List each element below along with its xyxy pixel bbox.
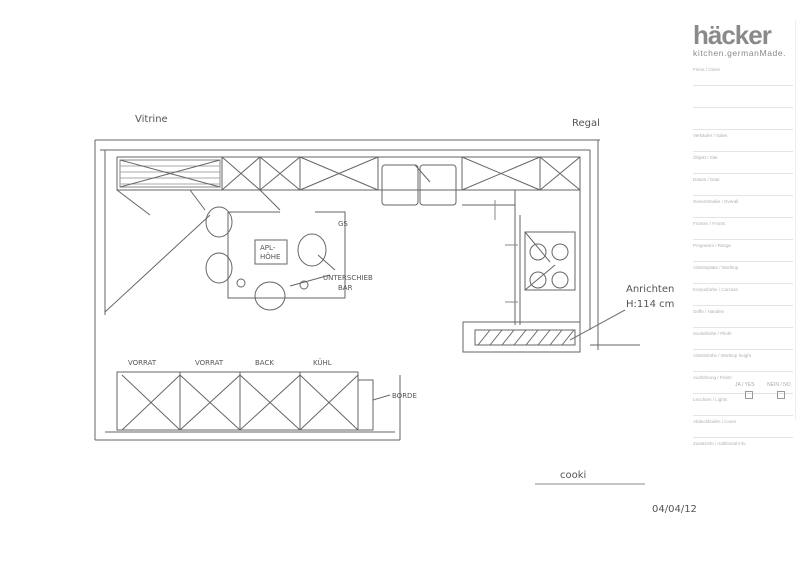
sink-basin-left (381, 164, 419, 206)
form-field: Korpusfarbe / Carcase (693, 284, 793, 306)
label-vitrine: Vitrine (135, 114, 168, 125)
yes-label: JA / YES (735, 382, 755, 388)
kitchen-island (104, 206, 346, 313)
stool (205, 206, 233, 238)
title-block-form: Firma / Client Verkäufer / Sales Objekt … (693, 64, 793, 460)
label-back: BACK (255, 359, 274, 367)
top-cabinet-run (116, 156, 581, 216)
form-field: Griffe / Handles (693, 306, 793, 328)
stool (254, 281, 286, 311)
form-field: Abdeckboden / Cover (693, 416, 793, 438)
label-unterschieb-2: BAR (338, 284, 353, 292)
label-vorrat-2: VORRAT (195, 359, 224, 367)
form-field: Sockelhöhe / Plinth (693, 328, 793, 350)
form-field: Ausführung / Finish (693, 372, 793, 394)
form-field: Datum / Date (693, 174, 793, 196)
form-field: Fronten / Fronts (693, 218, 793, 240)
form-divider (795, 20, 796, 420)
label-apl-hoehe-2: HÖHE (260, 252, 280, 261)
label-kuehl: KÜHL (313, 358, 332, 367)
haecker-logo: häcker kitchen.germanMade. (693, 22, 786, 58)
walls (94, 139, 640, 441)
no-checkbox[interactable] (777, 391, 785, 399)
form-field (693, 86, 793, 108)
form-field: Objekt / Site (693, 152, 793, 174)
brand-name: häcker (693, 20, 772, 50)
stool (205, 252, 233, 284)
yes-checkbox[interactable] (745, 391, 753, 399)
form-field: Leuchten / Lights (693, 394, 793, 416)
signature: cooki (560, 470, 586, 481)
label-apl-hoehe-1: APL- (260, 244, 276, 252)
form-field: Verkäufer / Sales (693, 130, 793, 152)
brand-tagline: kitchen.germanMade. (693, 48, 787, 58)
form-field (693, 108, 793, 130)
bottom-cabinet-run (116, 371, 391, 431)
form-field: Firma / Client (693, 64, 793, 86)
form-field: Programm / Range (693, 240, 793, 262)
label-anrichten-2: H:114 cm (626, 299, 674, 310)
form-field: Gesamtmaße / Overall (693, 196, 793, 218)
no-label: NEIN / NO (767, 382, 791, 388)
form-field: Arbeitsplatte / Worktop (693, 262, 793, 284)
form-field: Arbeitshöhe / Worktop height (693, 350, 793, 372)
serving-counter (462, 321, 581, 353)
plan-labels: Vitrine Regal GS APL- HÖHE UNTERSCHIEB B… (128, 114, 697, 515)
label-borde: BORDE (392, 392, 417, 400)
label-anrichten-1: Anrichten (626, 284, 674, 295)
label-vorrat-1: VORRAT (128, 359, 157, 367)
stool (297, 233, 327, 267)
form-field: Zusatzinfo / Additional info (693, 441, 746, 446)
date: 04/04/12 (652, 504, 697, 515)
label-unterschieb-1: UNTERSCHIEB (323, 274, 373, 282)
sink-basin-right (419, 164, 457, 206)
right-cabinet-run (462, 190, 581, 325)
label-gs: GS (338, 220, 348, 228)
hob (524, 231, 576, 291)
label-regal: Regal (572, 118, 600, 129)
